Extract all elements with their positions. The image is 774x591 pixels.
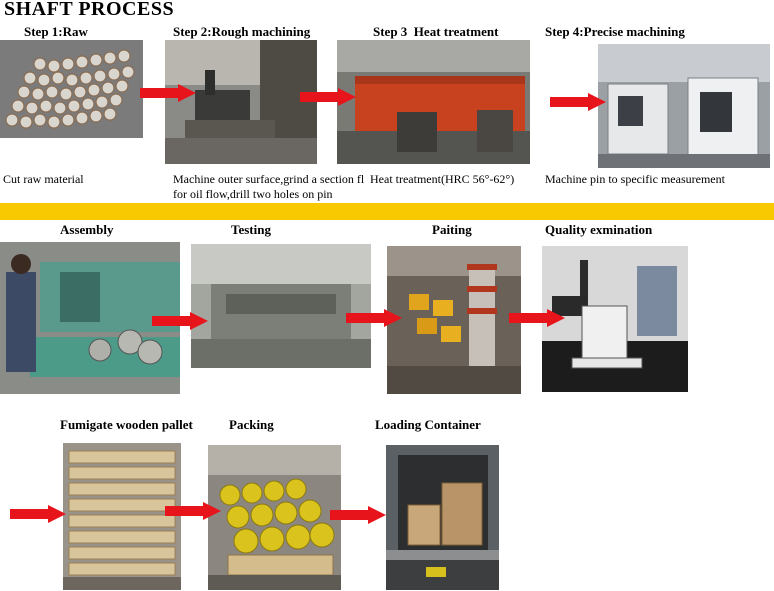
photo-painting <box>387 246 521 394</box>
arrow-right-icon <box>550 93 606 111</box>
step-fumigate-label: Fumigate wooden pallet <box>60 417 193 432</box>
step-testing-label: Testing <box>231 222 271 237</box>
arrow-right-icon <box>165 502 221 520</box>
photo-rough-machining <box>165 40 317 164</box>
step-1-label: Step 1:Raw <box>24 24 88 39</box>
step-painting-label: Paiting <box>432 222 472 237</box>
step-4-label: Step 4:Precise machining <box>545 24 685 39</box>
step-2-desc: Machine outer surface,grind a section fl… <box>173 172 365 201</box>
photo-assembly <box>0 242 180 394</box>
step-quality-label: Quality exmination <box>545 222 653 237</box>
photo-precise-machining <box>598 44 770 168</box>
step-3-label: Step 3 Heat treatment <box>373 24 499 39</box>
arrow-right-icon <box>300 88 356 106</box>
divider-band <box>0 203 774 220</box>
photo-raw-material <box>0 40 143 138</box>
photo-packing <box>208 445 341 590</box>
arrow-right-icon <box>10 505 66 523</box>
step-2-label: Step 2:Rough machining <box>173 24 311 39</box>
arrow-right-icon <box>140 84 196 102</box>
arrow-right-icon <box>346 309 402 327</box>
step-loading-label: Loading Container <box>375 417 481 432</box>
step-packing-label: Packing <box>229 417 274 432</box>
photo-loading-container <box>386 445 499 590</box>
step-1-desc: Cut raw material <box>3 172 84 186</box>
photo-wooden-pallet <box>63 443 181 590</box>
photo-quality-examination <box>542 246 688 392</box>
step-4-desc: Machine pin to specific measurement <box>545 172 725 186</box>
page-title: SHAFT PROCESS <box>4 0 175 20</box>
photo-testing <box>191 244 371 368</box>
step-3-desc: Heat treatment(HRC 56°-62°) <box>370 172 515 186</box>
step-assembly-label: Assembly <box>60 222 114 237</box>
photo-heat-treatment <box>337 40 530 164</box>
arrow-right-icon <box>152 312 208 330</box>
arrow-right-icon <box>509 309 565 327</box>
arrow-right-icon <box>330 506 386 524</box>
